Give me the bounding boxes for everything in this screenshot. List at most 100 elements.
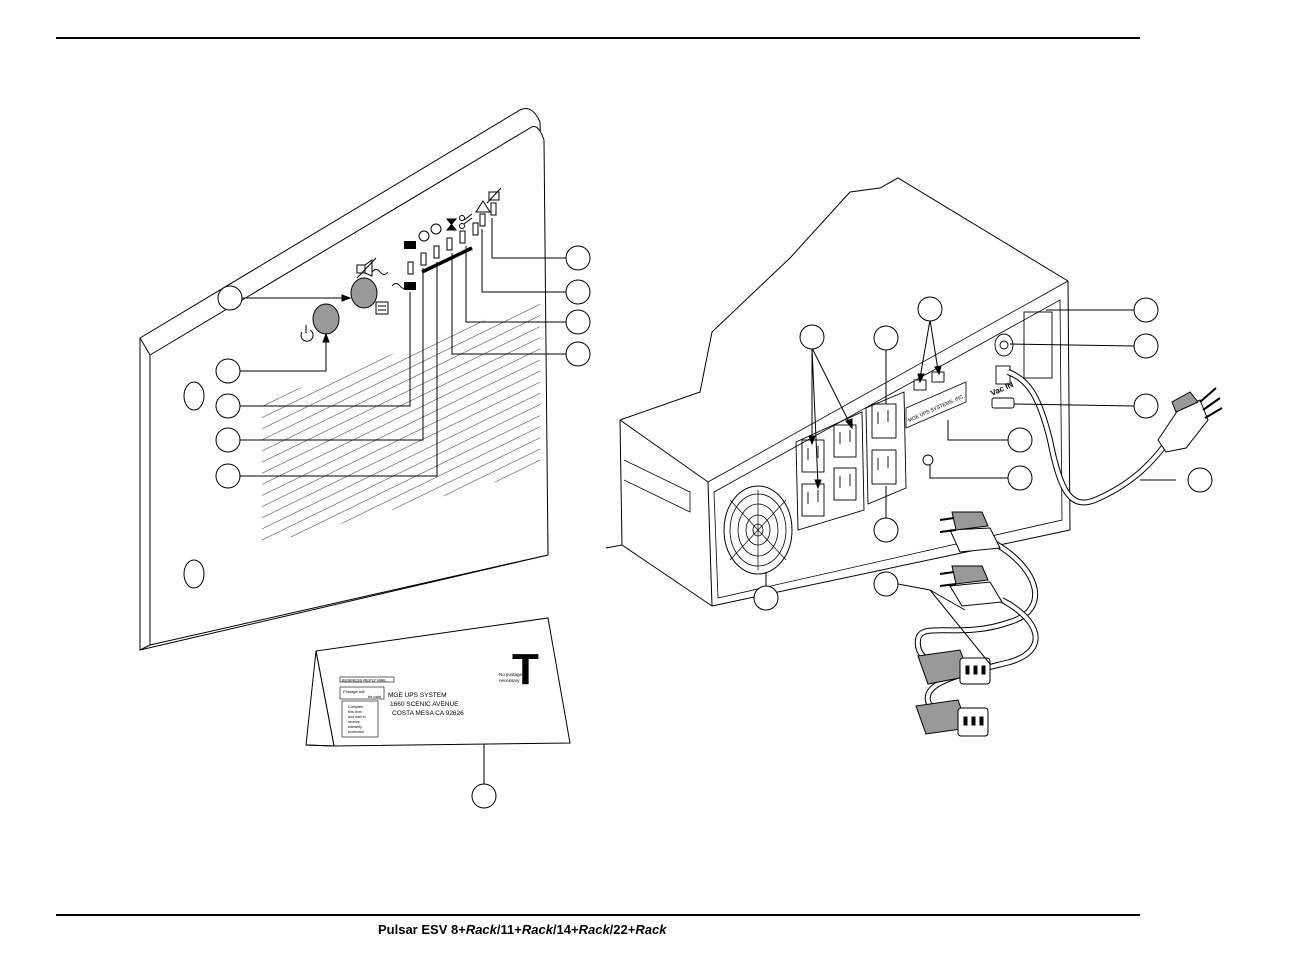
card-fine-print: warranty (348, 725, 362, 729)
footer-model-title: Pulsar ESV 8+Rack/11+Rack/14+Rack/22+Rac… (378, 922, 666, 937)
front-callouts (215, 245, 591, 489)
card-street: 1660 SCENIC AVENUE (390, 701, 459, 708)
card-fine-print: and mail to (348, 715, 366, 719)
cooling-fan (723, 485, 793, 575)
callout-circle (873, 571, 899, 597)
callout-circle (1187, 467, 1213, 493)
callout-circle (799, 324, 825, 350)
card-stamp-line2: be paid (368, 694, 381, 699)
battery-fault-icon (486, 187, 502, 204)
callout-circle (1133, 393, 1159, 419)
card-postage-line2: necessary (499, 678, 520, 683)
speaker-mute-icon (356, 257, 377, 279)
input-section (991, 311, 1053, 409)
card-header: BUSINESS REPLY MAIL (342, 678, 387, 683)
rear-panel-ups: MGE UPS SYSTEMS, INC. Vac IN (605, 177, 1223, 607)
callout-circle (873, 325, 899, 351)
footer-rack-4: Rack (635, 922, 667, 937)
callout-circle (215, 463, 241, 489)
outlet-group-icon-1 (418, 230, 430, 242)
receptacle (833, 424, 857, 458)
battery-icon-lower (404, 282, 416, 290)
callout-circle (217, 285, 243, 311)
db9-serial-port[interactable] (991, 397, 1015, 409)
input-circuit-breaker[interactable] (994, 333, 1014, 357)
callout-circle (753, 585, 779, 611)
outlet-group-center (865, 391, 907, 505)
overload-icon (459, 213, 473, 229)
card-fine-print: protection (348, 730, 364, 734)
rear-callouts (753, 296, 1213, 611)
footer-sep-1: /11+ (496, 922, 522, 937)
epo-connector[interactable] (922, 454, 934, 466)
led-battery-fault (490, 202, 497, 216)
footer-sep-3: /22+ (609, 922, 636, 937)
callout-circle (565, 279, 591, 305)
front-panel (139, 108, 549, 651)
on-off-button[interactable] (312, 303, 340, 335)
callout-circle (471, 783, 497, 809)
footer-rack-3: Rack (578, 922, 610, 937)
power-icon (300, 325, 314, 342)
card-postage-line1: No postage (499, 672, 523, 677)
card-stamp-line1: Postage will (343, 689, 364, 694)
receptacle (871, 449, 897, 485)
callout-circle (215, 427, 241, 453)
card-fine-print: Complete (348, 705, 363, 709)
rear-leader-lines (765, 309, 1176, 665)
load-bar-graph (421, 246, 473, 274)
iec-connector-1 (917, 649, 991, 685)
fault-warning-icon (475, 200, 491, 213)
bottom-rule (56, 914, 1140, 916)
led-outlet-1 (433, 245, 440, 259)
led-bypass (459, 230, 466, 244)
card-company: MGE UPS SYSTEM (388, 692, 447, 699)
top-rule (56, 37, 1140, 39)
output-plug-1 (939, 511, 1001, 553)
footer-rack-1: Rack (465, 922, 497, 937)
led-outlet-2 (446, 237, 453, 251)
callout-circle (215, 393, 241, 419)
test-icon (375, 301, 389, 315)
output-cords (914, 511, 1039, 737)
output-plug-2 (939, 565, 1003, 607)
card-big-letter: T (512, 645, 539, 694)
receptacle (801, 439, 825, 473)
card-city: COSTA MESA CA 92626 (392, 710, 464, 717)
receptacle (833, 467, 857, 501)
callout-circle (565, 341, 591, 367)
callout-circle (565, 309, 591, 335)
footer-rack-2: Rack (521, 922, 553, 937)
receptacle (871, 403, 897, 439)
led-battery (420, 252, 427, 266)
card-fine-print: this form (348, 710, 362, 714)
rj45-port[interactable] (931, 371, 945, 383)
led-on-line (407, 261, 414, 275)
footer-model-prefix: Pulsar ESV 8+ (378, 922, 466, 937)
front-vent-grille (262, 300, 540, 545)
callout-circle (215, 358, 241, 384)
business-reply-card: BUSINESS REPLY MAIL Postage will be paid… (305, 617, 571, 809)
footer-sep-2: /14+ (552, 922, 579, 937)
outlet-group-icon-2 (430, 223, 442, 235)
front-mounting-hole-top (183, 381, 205, 411)
iec-connector-2 (915, 699, 989, 737)
battery-icon (404, 241, 416, 249)
ac-sine-icon (371, 269, 389, 275)
vac-in-label: Vac IN (989, 380, 1015, 398)
card-fine-print: receive (348, 720, 360, 724)
front-mounting-hole-bottom (183, 559, 205, 589)
led-fault (479, 213, 486, 227)
callout-circle (1007, 427, 1033, 453)
led-indicator-row (407, 202, 497, 275)
input-plug (1157, 387, 1223, 453)
callout-circle (873, 517, 899, 543)
callout-circle (565, 245, 591, 271)
receptacle (801, 483, 825, 517)
callout-circle (1007, 465, 1033, 491)
front-leader-lines (240, 218, 566, 477)
callout-circle (1133, 333, 1159, 359)
alarm-silence-button[interactable] (350, 277, 378, 309)
callout-circle (917, 296, 943, 322)
